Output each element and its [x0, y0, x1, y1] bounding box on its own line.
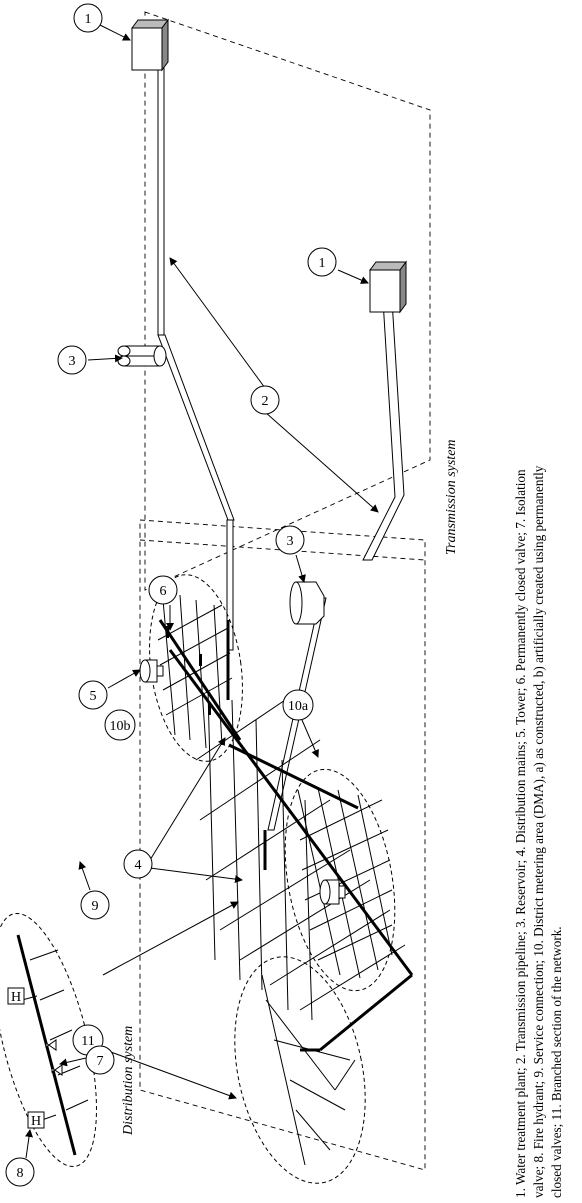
transmission-pipeline: [157, 54, 405, 831]
reservoir-upper: [117, 345, 167, 367]
branched-section: [234, 956, 366, 1184]
svg-text:1: 1: [85, 12, 92, 27]
svg-text:9: 9: [92, 899, 99, 914]
callout-5: 5: [78, 680, 108, 710]
callout-1-top: 1: [73, 3, 103, 33]
reservoir-lower: [289, 581, 325, 625]
svg-text:10b: 10b: [110, 719, 131, 734]
tower: [139, 659, 164, 683]
dma-10a: [284, 768, 396, 992]
svg-text:4: 4: [135, 858, 142, 873]
callout-2: 2: [250, 385, 280, 415]
distribution-plane: [139, 519, 426, 1171]
hydrant-symbol-upper: H: [11, 990, 21, 1005]
svg-text:10a: 10a: [288, 699, 309, 714]
callout-3-lower: 3: [275, 525, 305, 555]
svg-text:1: 1: [319, 256, 326, 271]
svg-text:5: 5: [90, 689, 97, 704]
svg-text:8: 8: [17, 1166, 24, 1181]
callout-7: 7: [85, 1045, 115, 1075]
hydrant-symbol-lower: H: [31, 1114, 41, 1129]
svg-text:6: 6: [160, 584, 167, 599]
svg-text:7: 7: [97, 1054, 104, 1069]
svg-text:2: 2: [262, 394, 269, 409]
figure-caption: 1. Water treatment plant; 2. Transmissio…: [513, 465, 564, 1198]
callout-9: 9: [80, 890, 110, 920]
callout-6: 6: [148, 575, 178, 605]
plane-divider: [139, 539, 426, 561]
svg-text:11: 11: [81, 1034, 94, 1049]
caption-line-1: 1. Water treatment plant; 2. Transmissio…: [513, 469, 528, 1198]
transmission-system-label: Transmission system: [444, 439, 459, 555]
water-treatment-plant-top: [131, 18, 169, 72]
callout-8: 8: [5, 1157, 35, 1187]
callout-1-bottom: 1: [307, 247, 337, 277]
caption-line-3: closed valves; 11. Branched section of t…: [549, 926, 564, 1198]
transmission-plane: [144, 11, 431, 591]
svg-text:3: 3: [69, 354, 76, 369]
callout-arrows: [25, 24, 379, 1159]
distribution-system-label: Distribution system: [121, 1026, 136, 1136]
water-treatment-plant-bottom: [369, 260, 407, 314]
callout-3-upper: 3: [57, 345, 87, 375]
callout-10b: 10b: [104, 709, 136, 741]
svg-text:3: 3: [287, 534, 294, 549]
callout-10a: 10a: [282, 689, 314, 721]
caption-line-2: valve; 8. Fire hydrant; 9. Service conne…: [531, 465, 546, 1198]
distribution-mains: [168, 620, 414, 1052]
callout-4: 4: [123, 849, 153, 879]
